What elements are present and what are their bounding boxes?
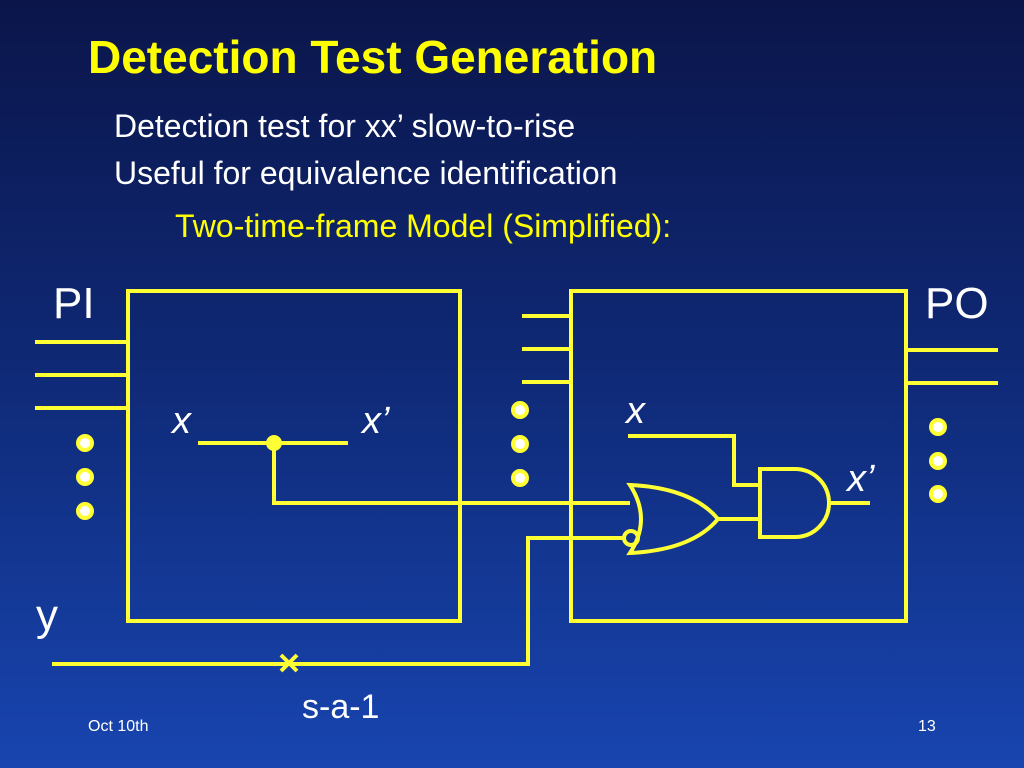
pi-ellipsis-dot-3 [76, 502, 94, 520]
frame2-x-wire [628, 434, 760, 487]
pi-ellipsis-dot-1 [76, 434, 94, 452]
y-label: y [36, 591, 58, 640]
between-ellipsis-dot-3 [511, 469, 529, 487]
fault-x-mark-2 [279, 653, 299, 673]
po-label: PO [925, 279, 989, 328]
po-ellipsis-dot-3 [929, 485, 947, 503]
frame1-xprime-label: x’ [360, 400, 390, 442]
slide-title: Detection Test Generation [88, 31, 658, 83]
frame-2-box [569, 289, 908, 623]
footer-date: Oct 10th [88, 718, 149, 735]
xprime-to-or-wire [272, 443, 630, 505]
or-gate [626, 482, 721, 556]
frame-1-box [126, 289, 462, 623]
frame2-x-label: x [624, 390, 647, 432]
pi-ellipsis-dot-2 [76, 468, 94, 486]
inverter-bubble [622, 529, 640, 547]
pi-label: PI [53, 279, 95, 328]
bullet-detection-test: Detection test for xx’ slow-to-rise [114, 108, 576, 144]
bullet-equivalence: Useful for equivalence identification [114, 155, 618, 191]
between-ellipsis-dot-2 [511, 435, 529, 453]
between-ellipsis-dot-1 [511, 401, 529, 419]
y-line [52, 536, 624, 666]
and-gate [758, 467, 831, 539]
fault-label: s-a-1 [302, 688, 379, 726]
frame1-x-label: x [170, 400, 193, 442]
frame2-xprime-label: x’ [845, 458, 875, 500]
model-subheading: Two-time-frame Model (Simplified): [175, 208, 672, 244]
po-ellipsis-dot-2 [929, 452, 947, 470]
po-ellipsis-dot-1 [929, 418, 947, 436]
page-number: 13 [918, 718, 936, 735]
